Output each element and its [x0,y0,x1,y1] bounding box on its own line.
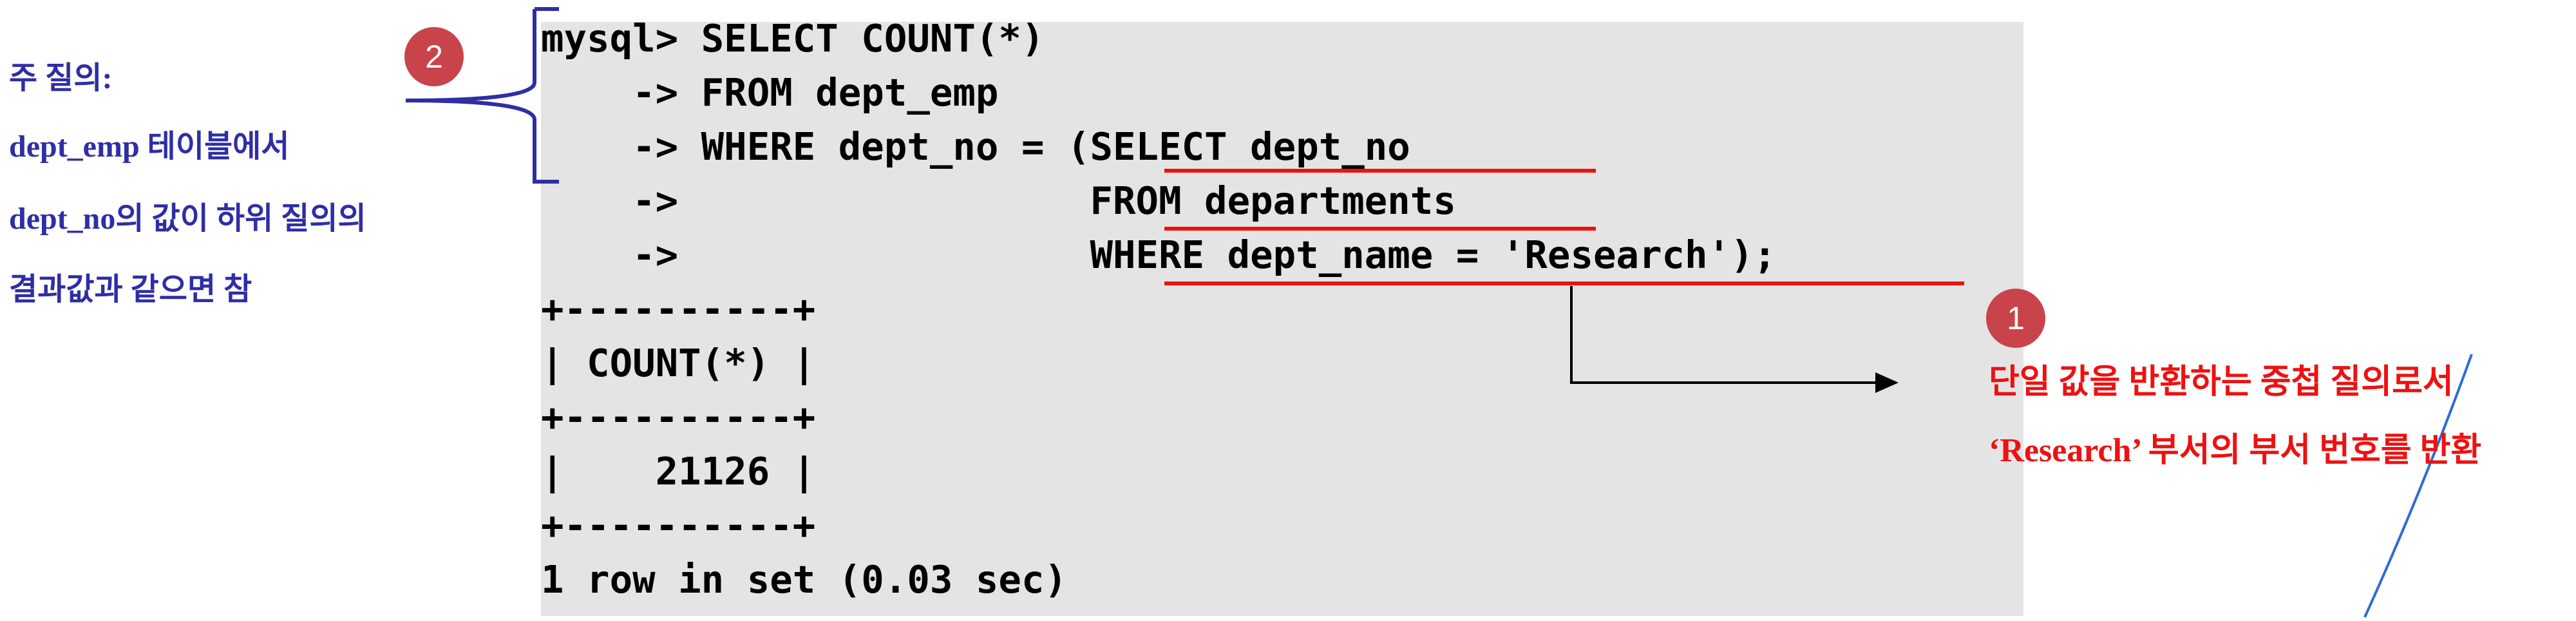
terminal-status-line: 1 row in set (0.03 sec) [541,557,1067,602]
callout-connector [1570,286,1887,384]
result-table-border-top: +----------+ [541,287,816,331]
step-badge-1: 1 [1986,289,2045,348]
result-table-border-mid: +----------+ [541,395,816,439]
mysql-terminal-output [541,22,2023,616]
terminal-line-from: -> FROM dept_emp [541,70,999,115]
terminal-line-sub-from: -> FROM departments [541,178,1456,223]
main-query-bracket [405,7,559,184]
arrow-head-icon [1875,372,1899,393]
terminal-line-select: mysql> SELECT COUNT(*) [541,16,1045,61]
terminal-line-sub-where: -> WHERE dept_name = 'Research'); [541,233,1777,277]
result-table-header: | COUNT(*) | [541,341,816,385]
subquery-description-line-2: ‘Research’ 부서의 부서 번호를 반환 [1989,432,2482,469]
pen-stroke [2363,354,2473,618]
step-badge-2: 2 [404,27,464,86]
main-query-line-1: dept_emp 테이블에서 [9,129,290,164]
result-table-value: | 21126 | [541,449,816,493]
main-query-label: 주 질의: [9,61,113,95]
result-table-border-bottom: +----------+ [541,503,816,548]
main-query-line-3: 결과값과 같으면 참 [9,272,252,307]
terminal-line-where: -> WHERE dept_no = (SELECT dept_no [541,124,1410,169]
subquery-description-line-1: 단일 값을 반환하는 중첩 질의로서 [1989,364,2454,401]
main-query-line-2: dept_no의 값이 하위 질의의 [9,202,366,236]
